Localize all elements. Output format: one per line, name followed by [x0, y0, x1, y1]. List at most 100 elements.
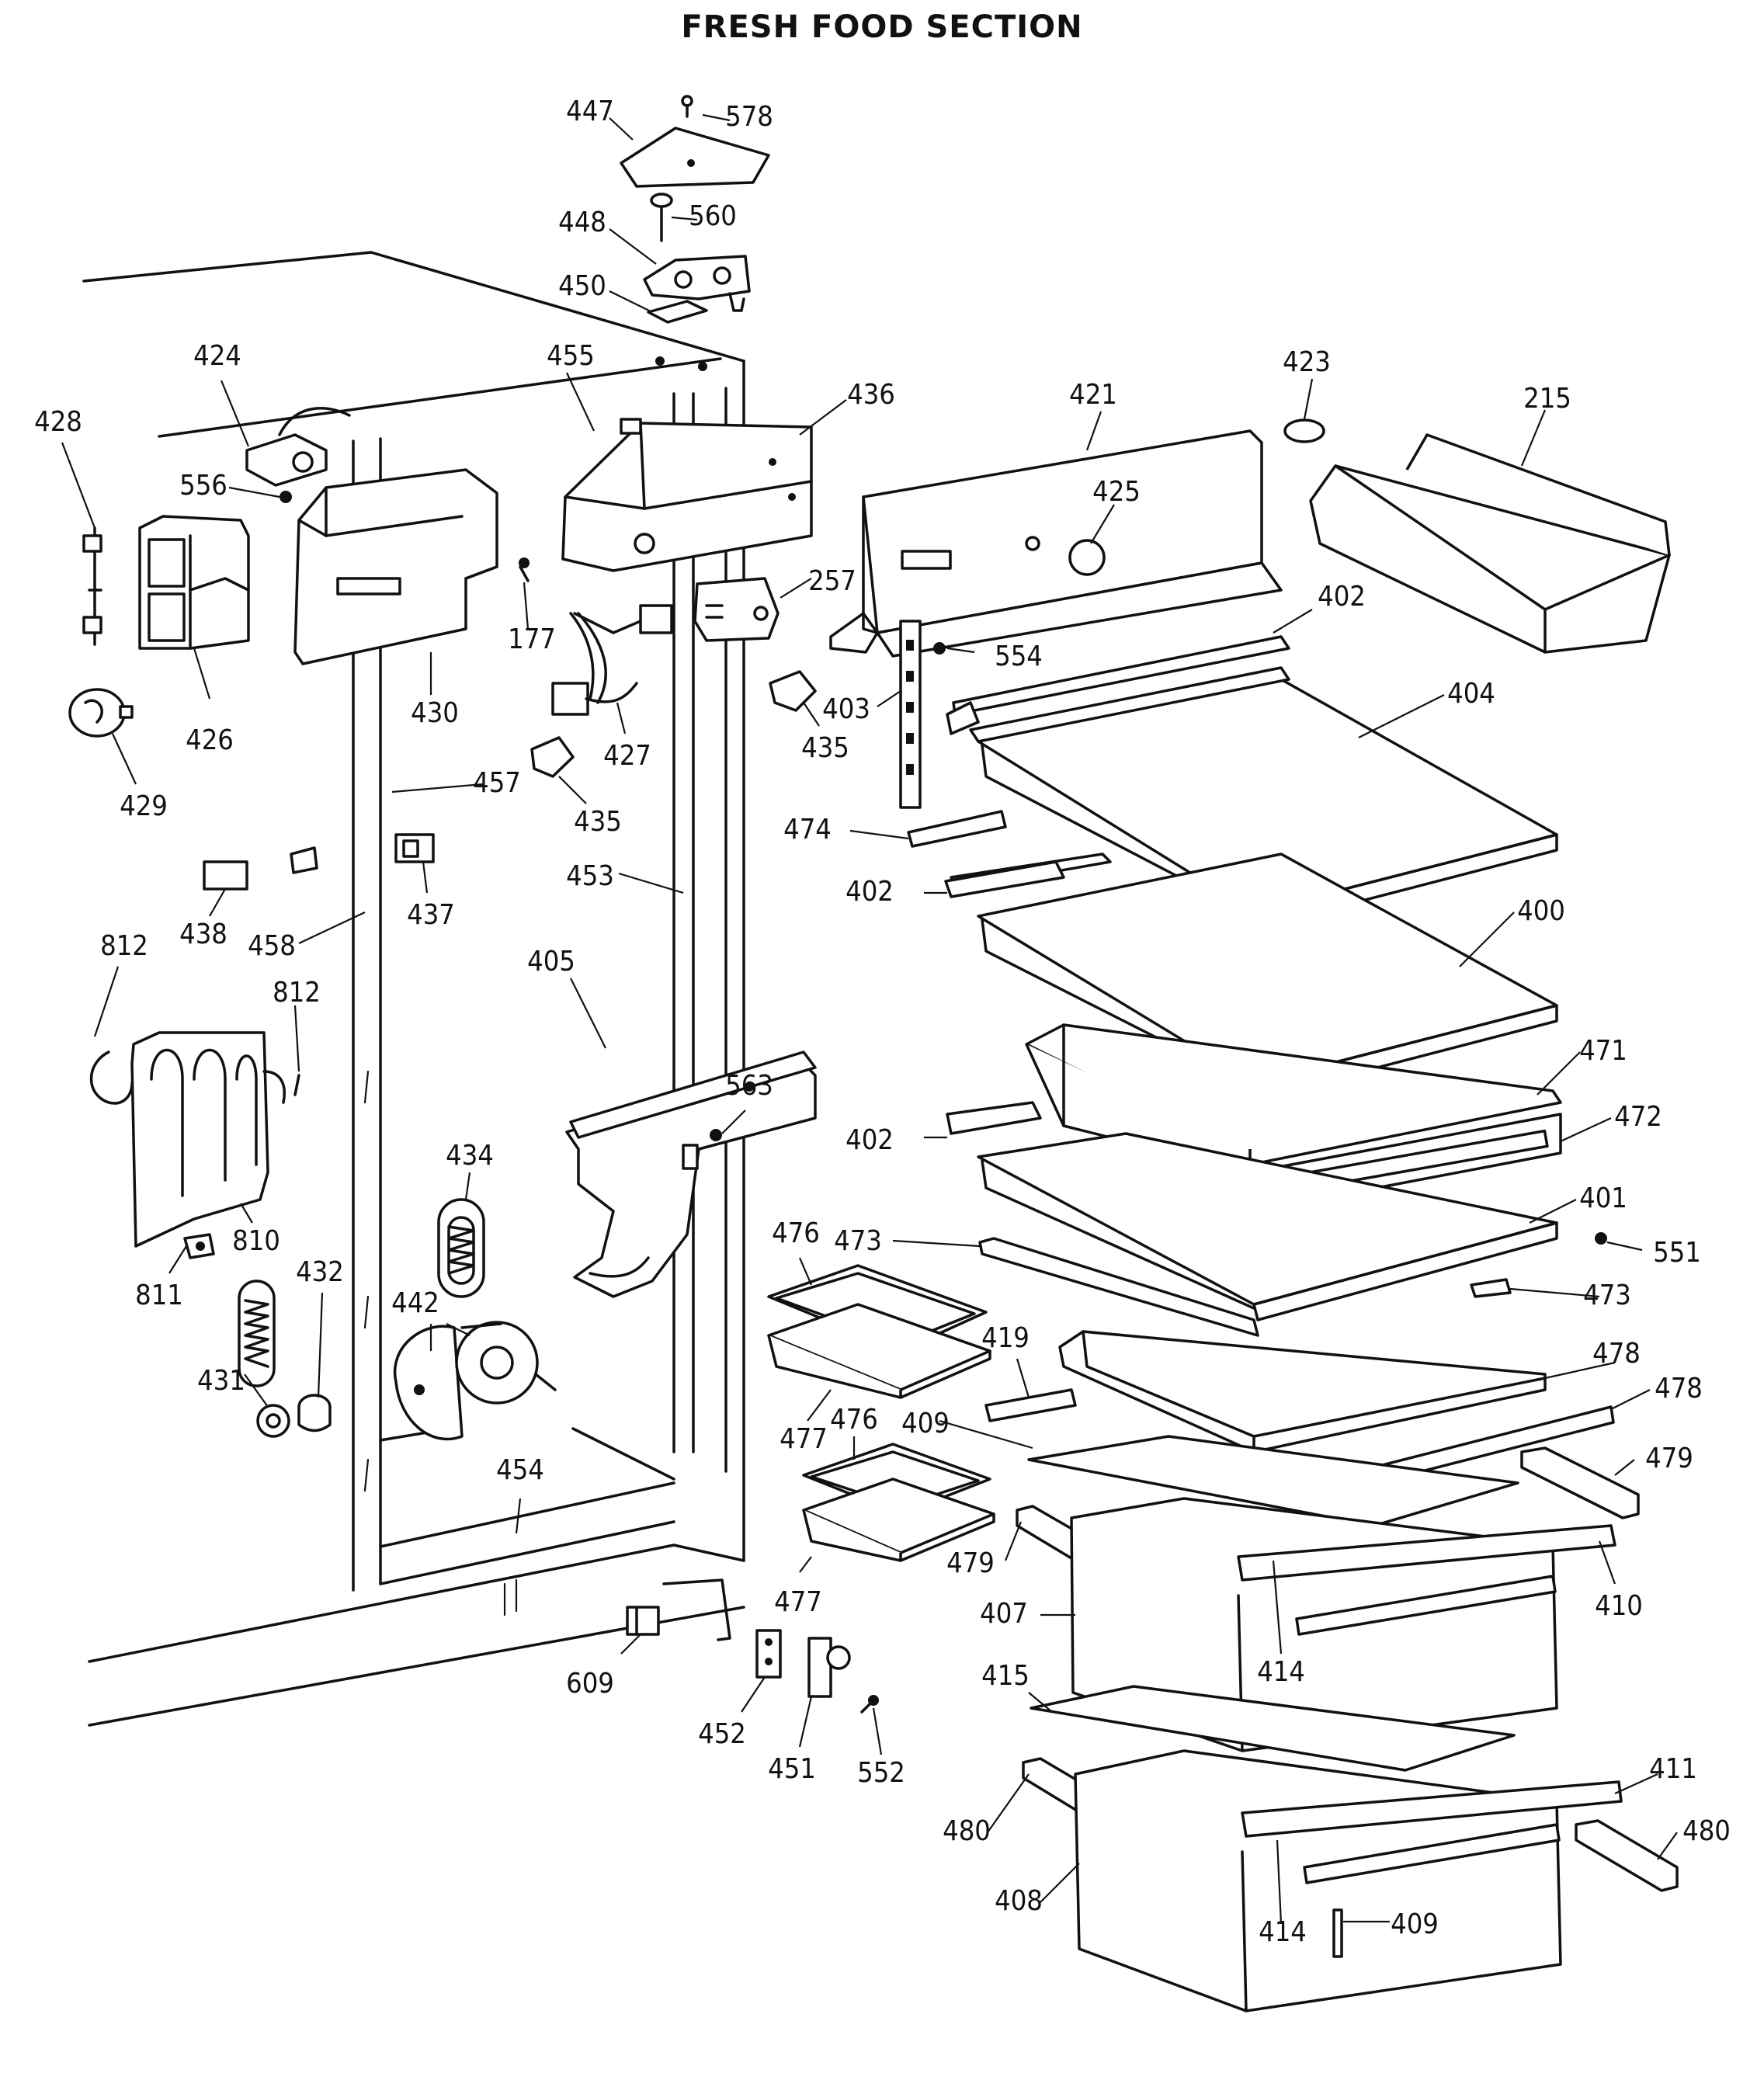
callout-812: 812	[100, 930, 148, 962]
callout-578: 578	[725, 101, 773, 133]
callout-479: 479	[1645, 1443, 1693, 1474]
glass-415	[1030, 1685, 1516, 1772]
callout-451: 451	[768, 1753, 816, 1785]
callout-551: 551	[1653, 1237, 1701, 1269]
callout-473-b: 473	[1583, 1280, 1631, 1311]
knob-435	[530, 736, 575, 778]
clip-458	[290, 846, 318, 874]
hinge-strip-452	[755, 1629, 782, 1679]
hinge-451	[807, 1637, 851, 1698]
rail-473	[978, 1237, 1259, 1337]
control-housing-436	[561, 418, 813, 572]
callout-415: 415	[981, 1660, 1030, 1692]
shelf-404	[952, 635, 1558, 929]
control-panel-421	[829, 429, 1283, 658]
trim-piece	[662, 1578, 731, 1641]
bushing-432	[297, 1394, 332, 1432]
callout-436: 436	[847, 379, 895, 411]
tube-402a	[946, 701, 980, 735]
glass-409	[1027, 1435, 1519, 1527]
callout-408: 408	[995, 1885, 1043, 1917]
callout-425: 425	[1092, 476, 1141, 508]
leader-lines	[61, 113, 1678, 1925]
callout-177: 177	[508, 623, 556, 655]
callout-448: 448	[558, 207, 606, 238]
callout-552: 552	[857, 1757, 905, 1789]
callout-560: 560	[689, 200, 737, 232]
callout-480-b: 480	[1682, 1815, 1731, 1847]
light-shield-430	[293, 468, 498, 665]
callout-454: 454	[496, 1454, 544, 1486]
fan-442	[393, 1321, 557, 1441]
wiring-427	[551, 604, 673, 716]
callout-410: 410	[1595, 1590, 1643, 1622]
gasket-431	[238, 1280, 276, 1387]
light-housing-426	[138, 515, 250, 650]
tray-477	[767, 1303, 991, 1399]
screw-554	[933, 642, 946, 655]
callout-423: 423	[1283, 346, 1331, 378]
clip-438	[203, 860, 248, 891]
callout-400: 400	[1517, 895, 1565, 927]
callout-458: 458	[248, 930, 296, 962]
callout-452: 452	[698, 1718, 746, 1750]
callout-477: 477	[780, 1423, 828, 1455]
shelf-401	[977, 1132, 1558, 1321]
callout-409-b: 409	[1391, 1908, 1439, 1940]
callout-414-b: 414	[1259, 1916, 1307, 1948]
callout-431: 431	[197, 1365, 245, 1397]
rail-473b	[1470, 1278, 1512, 1298]
callout-442: 442	[391, 1287, 439, 1319]
callout-428: 428	[34, 406, 82, 438]
cover-411	[1241, 1780, 1623, 1958]
callout-812-b: 812	[273, 977, 321, 1009]
callout-424: 424	[193, 340, 241, 372]
crisper-bin-215	[1309, 433, 1671, 654]
callout-411: 411	[1649, 1753, 1697, 1785]
callout-402-b: 402	[846, 876, 894, 908]
callout-473: 473	[834, 1225, 882, 1257]
hinge-cover-447	[620, 127, 770, 188]
callout-429: 429	[120, 790, 168, 822]
socket-431	[256, 1404, 290, 1438]
rail-474	[907, 810, 1007, 848]
bracket-609	[626, 1606, 660, 1636]
callout-554: 554	[995, 641, 1043, 672]
callout-257: 257	[808, 565, 856, 597]
callout-810: 810	[232, 1225, 280, 1257]
callout-215: 215	[1523, 383, 1571, 415]
clip-437	[394, 833, 435, 863]
callout-405: 405	[527, 946, 575, 978]
callout-476: 476	[772, 1217, 820, 1249]
screw-578	[681, 95, 693, 118]
screw-177	[519, 557, 530, 582]
callout-437: 437	[407, 899, 455, 931]
screw-556	[280, 491, 292, 503]
control-257	[693, 577, 780, 642]
slide-479b	[1520, 1446, 1640, 1519]
callout-409: 409	[901, 1408, 950, 1439]
callout-478-b: 478	[1655, 1373, 1703, 1405]
callout-471: 471	[1579, 1035, 1627, 1067]
callout-472: 472	[1614, 1101, 1662, 1133]
callout-407: 407	[980, 1598, 1028, 1630]
callout-426: 426	[186, 724, 234, 756]
callout-455: 455	[547, 340, 595, 372]
callout-450: 450	[558, 270, 606, 302]
callout-811: 811	[135, 1280, 183, 1311]
callout-474: 474	[783, 814, 832, 846]
callout-563: 563	[725, 1070, 773, 1102]
ladder-403	[899, 620, 922, 809]
callout-477-b: 477	[774, 1586, 822, 1618]
wire-812b	[262, 1070, 300, 1104]
evap-plate-810	[89, 1031, 269, 1248]
callout-438: 438	[179, 918, 227, 950]
tray-477b	[802, 1478, 995, 1562]
bolt-560	[650, 193, 673, 242]
screw-552	[860, 1695, 879, 1714]
callout-403: 403	[822, 693, 870, 725]
callout-430: 430	[411, 697, 459, 729]
callout-414: 414	[1257, 1656, 1305, 1688]
callout-479-b: 479	[946, 1547, 995, 1579]
